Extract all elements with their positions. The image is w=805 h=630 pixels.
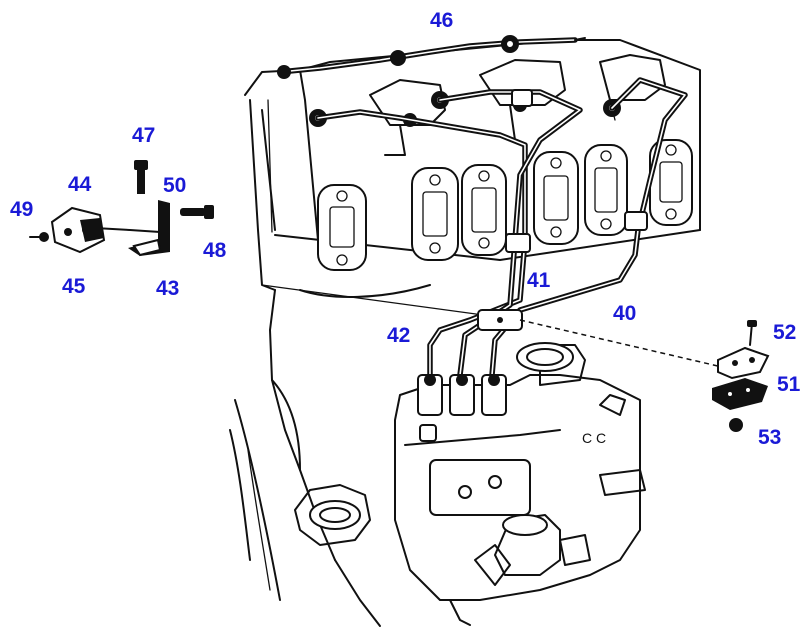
port-flange <box>584 144 628 236</box>
callout-43: 43 <box>156 277 180 300</box>
port-flange <box>411 167 459 261</box>
injector-housings <box>369 54 666 156</box>
callout-40: 40 <box>613 302 637 325</box>
callout-52: 52 <box>773 321 797 344</box>
callout-50: 50 <box>163 174 187 197</box>
callout-49: 49 <box>10 198 34 221</box>
port-flange <box>317 184 367 271</box>
svg-text:C C: C C <box>582 430 606 446</box>
clamp-assembly-left <box>29 160 214 257</box>
delivery-valves <box>417 374 507 416</box>
port-flange <box>533 151 579 245</box>
callout-51: 51 <box>777 373 801 396</box>
callout-48: 48 <box>203 239 227 262</box>
clamp-assembly-right <box>712 320 770 432</box>
callout-41: 41 <box>527 269 551 292</box>
leak-off-line <box>277 35 586 79</box>
port-flange <box>649 139 693 226</box>
callout-53: 53 <box>758 426 782 449</box>
leader-line <box>519 319 736 371</box>
callout-45: 45 <box>62 275 86 298</box>
callout-44: 44 <box>68 173 92 196</box>
injection-lines <box>315 77 688 378</box>
port-flange <box>461 164 507 256</box>
callout-42: 42 <box>387 324 411 347</box>
injection-pump: C C <box>394 342 646 626</box>
manifold-flanges <box>317 139 693 271</box>
callout-46: 46 <box>430 9 454 32</box>
callout-47: 47 <box>132 124 156 147</box>
cylinder-head <box>229 39 701 627</box>
oil-filler-cap <box>294 484 371 546</box>
